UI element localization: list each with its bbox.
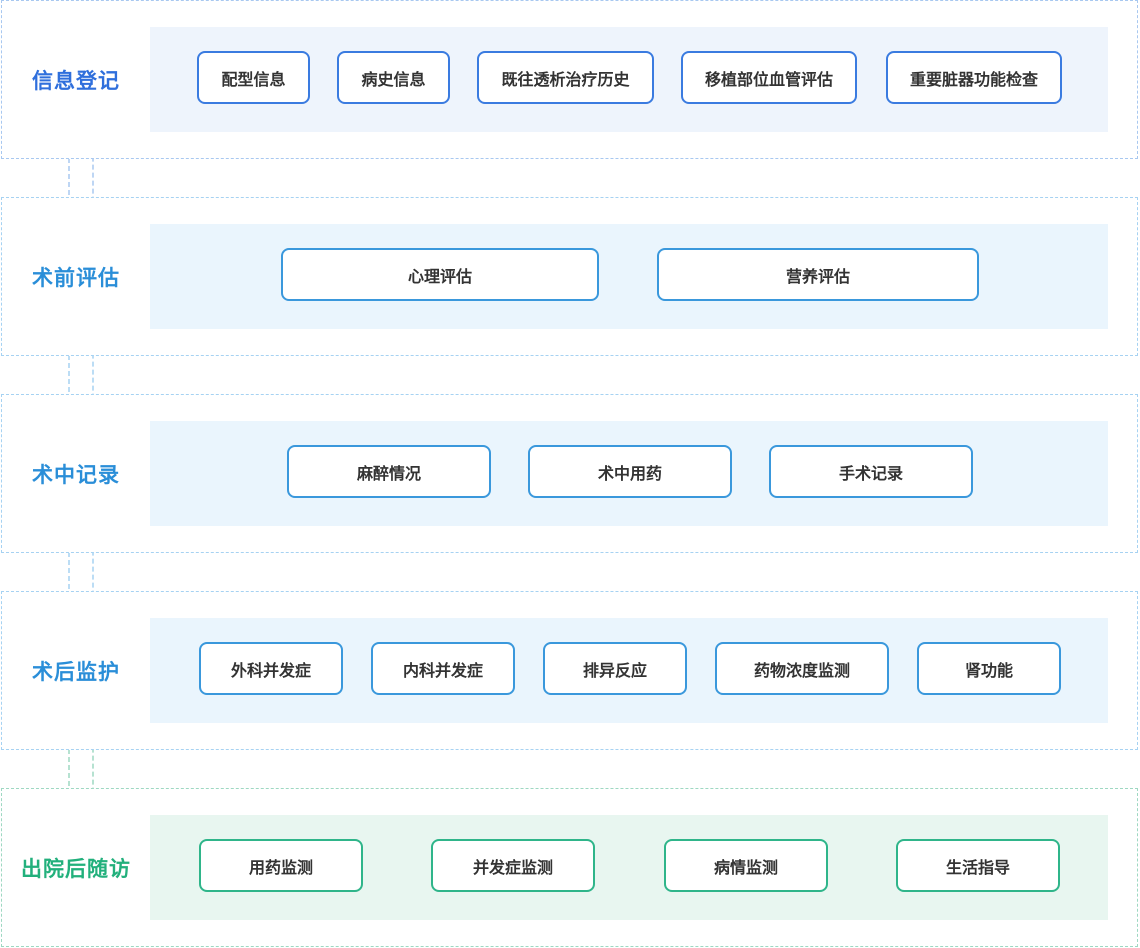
item-rejection[interactable]: 排异反应	[543, 642, 687, 695]
item-complication-monitoring[interactable]: 并发症监测	[431, 839, 595, 892]
stage-title: 术中记录	[32, 462, 120, 487]
item-intraoperative-medication[interactable]: 术中用药	[528, 445, 732, 498]
stage-panel: 外科并发症 内科并发症 排异反应 药物浓度监测 肾功能	[150, 618, 1108, 723]
stage-title: 术前评估	[32, 265, 120, 290]
stage-title: 信息登记	[32, 68, 120, 93]
stage-info-registration: 信息登记 配型信息 病史信息 既往透析治疗历史 移植部位血管评估 重要脏器功能检…	[1, 0, 1138, 159]
stage-title: 出院后随访	[21, 856, 131, 881]
stage-post-discharge-followup: 出院后随访 用药监测 并发症监测 病情监测 生活指导	[1, 788, 1138, 947]
item-condition-monitoring[interactable]: 病情监测	[664, 839, 828, 892]
item-vascular-assessment[interactable]: 移植部位血管评估	[681, 51, 857, 104]
item-kidney-function[interactable]: 肾功能	[917, 642, 1061, 695]
item-drug-concentration[interactable]: 药物浓度监测	[715, 642, 889, 695]
item-dialysis-history[interactable]: 既往透析治疗历史	[477, 51, 654, 104]
item-psychological-assessment[interactable]: 心理评估	[281, 248, 599, 301]
item-matching-info[interactable]: 配型信息	[197, 51, 310, 104]
stage-panel: 配型信息 病史信息 既往透析治疗历史 移植部位血管评估 重要脏器功能检查	[150, 27, 1108, 132]
stage-postoperative-care: 术后监护 外科并发症 内科并发症 排异反应 药物浓度监测 肾功能	[1, 591, 1138, 750]
item-organ-function-check[interactable]: 重要脏器功能检查	[886, 51, 1062, 104]
stage-intraoperative-record: 术中记录 麻醉情况 术中用药 手术记录	[1, 394, 1138, 553]
item-nutrition-assessment[interactable]: 营养评估	[657, 248, 979, 301]
item-medical-complications[interactable]: 内科并发症	[371, 642, 515, 695]
stage-preoperative-assessment: 术前评估 心理评估 营养评估	[1, 197, 1138, 356]
stage-panel: 用药监测 并发症监测 病情监测 生活指导	[150, 815, 1108, 920]
item-anesthesia[interactable]: 麻醉情况	[287, 445, 491, 498]
stage-panel: 心理评估 营养评估	[150, 224, 1108, 329]
item-medical-history[interactable]: 病史信息	[337, 51, 450, 104]
stage-panel: 麻醉情况 术中用药 手术记录	[150, 421, 1108, 526]
stage-title: 术后监护	[32, 659, 120, 684]
item-surgery-record[interactable]: 手术记录	[769, 445, 973, 498]
item-surgical-complications[interactable]: 外科并发症	[199, 642, 343, 695]
item-lifestyle-guidance[interactable]: 生活指导	[896, 839, 1060, 892]
item-medication-monitoring[interactable]: 用药监测	[199, 839, 363, 892]
